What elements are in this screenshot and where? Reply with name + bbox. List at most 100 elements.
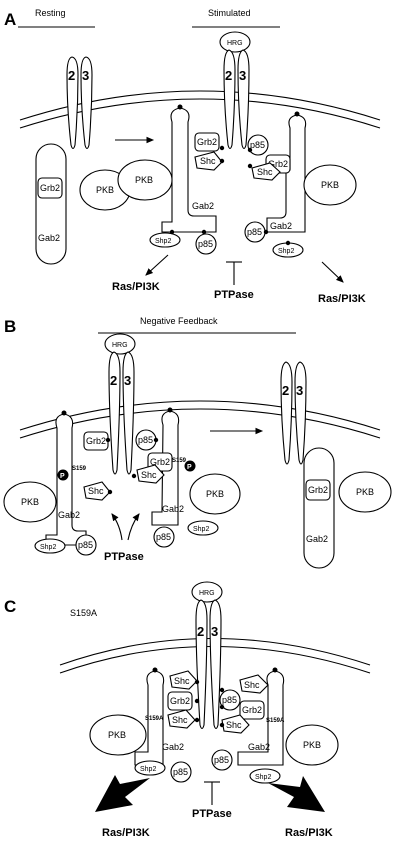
ptpase-b: PTPase [104, 551, 144, 563]
svg-text:Shp2: Shp2 [193, 526, 209, 533]
big-arrow-left [95, 775, 150, 812]
stim-receptor-label-3: 3 [239, 68, 246, 83]
svg-text:Shp2: Shp2 [40, 544, 56, 551]
svg-text:Gab2: Gab2 [306, 534, 328, 544]
svg-text:Shc: Shc [88, 486, 104, 496]
svg-text:Shc: Shc [257, 167, 273, 177]
hrg-a [219, 31, 251, 53]
svg-text:S159: S159 [172, 458, 187, 464]
svg-text:Grb2: Grb2 [150, 457, 170, 467]
svg-text:PKB: PKB [108, 730, 126, 740]
receptor-resting: 2 3 [66, 56, 93, 150]
svg-text:3: 3 [296, 383, 303, 398]
svg-text:p85: p85 [173, 767, 188, 777]
arrow-ras-left-a [145, 254, 169, 276]
svg-text:p85: p85 [138, 435, 153, 445]
svg-text:2: 2 [110, 373, 117, 388]
ptpase-c: PTPase [192, 808, 232, 820]
ras-left-c: Ras/PI3K [102, 827, 150, 839]
panel-label-a: A [4, 10, 16, 29]
ras-right-c: Ras/PI3K [285, 827, 333, 839]
header-s159a: S159A [70, 608, 97, 618]
svg-text:Gab2: Gab2 [248, 742, 270, 752]
stim-receptor-label-2: 2 [225, 68, 232, 83]
svg-text:Gab2: Gab2 [58, 510, 80, 520]
svg-text:Shc: Shc [200, 156, 216, 166]
hrg-c [191, 581, 223, 603]
svg-text:Grb2: Grb2 [268, 159, 288, 169]
svg-text:Gab2: Gab2 [162, 504, 184, 514]
svg-text:Grb2: Grb2 [242, 705, 262, 715]
svg-text:p85: p85 [78, 540, 93, 550]
svg-text:Shp2: Shp2 [140, 766, 156, 773]
svg-text:HRG: HRG [112, 342, 128, 349]
svg-text:p85: p85 [222, 695, 237, 705]
pkb-resting-label: PKB [96, 185, 114, 195]
header-stimulated: Stimulated [208, 8, 251, 18]
svg-text:P: P [187, 464, 192, 471]
hrg-b [104, 333, 136, 355]
svg-text:Shc: Shc [244, 680, 260, 690]
svg-text:PKB: PKB [321, 180, 339, 190]
svg-text:Grb2: Grb2 [86, 436, 106, 446]
svg-text:p85: p85 [198, 239, 213, 249]
svg-text:Shc: Shc [141, 470, 157, 480]
complex-right-a: p85 Grb2 Shc PKB Gab2 p85 Shp2 [244, 111, 357, 258]
svg-text:2: 2 [282, 383, 289, 398]
svg-text:Gab2: Gab2 [192, 201, 214, 211]
svg-text:P: P [60, 473, 65, 480]
svg-text:p85: p85 [250, 140, 265, 150]
arrow-ras-right-a [321, 261, 344, 283]
hrg-a-label: HRG [227, 40, 243, 47]
header-resting: Resting [35, 8, 66, 18]
svg-text:HRG: HRG [199, 590, 215, 597]
ptpase-a: PTPase [214, 289, 254, 301]
svg-text:S159A: S159A [145, 716, 164, 722]
gab2-resting-label: Gab2 [38, 233, 60, 243]
svg-text:p85: p85 [156, 532, 171, 542]
receptor-label-2: 2 [68, 68, 75, 83]
panel-a: A Resting Stimulated 2 3 Grb2 PKB Gab2 H… [4, 8, 381, 305]
membrane-inner-b [19, 408, 381, 439]
svg-text:PKB: PKB [303, 740, 321, 750]
big-arrow-right [268, 776, 325, 812]
panel-b: B Negative Feedback HRG 2 3 P S159 PKB G… [3, 316, 392, 569]
svg-text:PKB: PKB [21, 497, 39, 507]
svg-text:p85: p85 [214, 755, 229, 765]
panel-label-c: C [4, 597, 16, 616]
svg-text:Shp2: Shp2 [278, 248, 294, 255]
ras-left-a: Ras/PI3K [112, 281, 160, 293]
svg-text:Gab2: Gab2 [270, 221, 292, 231]
svg-text:3: 3 [124, 373, 131, 388]
gab2-resting [35, 143, 67, 265]
svg-text:PKB: PKB [135, 175, 153, 185]
svg-text:S159: S159 [72, 466, 87, 472]
svg-text:Shc: Shc [226, 720, 242, 730]
svg-text:Grb2: Grb2 [197, 137, 217, 147]
panel-label-b: B [4, 317, 16, 336]
svg-text:S159A: S159A [266, 718, 285, 724]
svg-text:p85: p85 [247, 227, 262, 237]
complex-left-c: Shc Grb2 Shc S159A PKB Gab2 Shp2 p85 [89, 667, 200, 783]
svg-text:PKB: PKB [206, 489, 224, 499]
receptor-label-3: 3 [82, 68, 89, 83]
svg-text:Grb2: Grb2 [308, 485, 328, 495]
svg-text:Shc: Shc [172, 715, 188, 725]
grb2-resting-label: Grb2 [40, 183, 60, 193]
header-negative-feedback: Negative Feedback [140, 316, 218, 326]
gab2-free [303, 447, 335, 569]
svg-text:PKB: PKB [356, 487, 374, 497]
svg-text:3: 3 [211, 624, 218, 639]
svg-text:Gab2: Gab2 [162, 742, 184, 752]
svg-text:Shc: Shc [174, 676, 190, 686]
svg-text:Shp2: Shp2 [155, 238, 171, 245]
svg-text:Grb2: Grb2 [170, 696, 190, 706]
complex-right-b: p85 Grb2 Shc P S159 PKB Gab2 p85 Shp2 [131, 407, 241, 548]
ras-right-a: Ras/PI3K [318, 293, 366, 305]
complex-right-c: Shc p85 Grb2 Shc S159A PKB Gab2 p85 Shp2 [211, 667, 339, 784]
panel-c: C S159A HRG 2 3 Shc Grb2 Shc S159A PKB G… [4, 581, 371, 839]
svg-text:2: 2 [197, 624, 204, 639]
complex-left-a: Grb2 Shc PKB Gab2 Shp2 p85 [117, 104, 225, 255]
membrane-outer-b [19, 400, 381, 431]
